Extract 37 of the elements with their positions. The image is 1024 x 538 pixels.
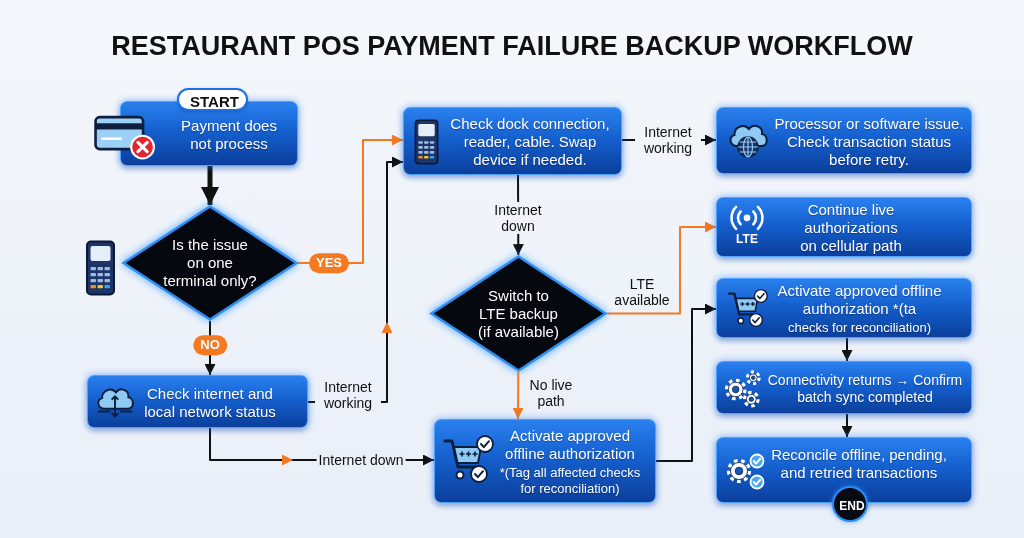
end-terminal [832,486,868,522]
step-text: Check dock connection, reader, cable. Swap device if needed. [449,115,611,169]
process-box [87,375,308,428]
step-text: Connectivity returns → Confirm batch sync completed [766,371,964,406]
note-text: checks for reconciliation) [787,320,932,336]
arrow [655,303,717,462]
step-text: Processor or software issue. Check transaction status before retry. [773,114,965,169]
arrow [841,413,853,438]
process-box [434,419,656,503]
step-text: Continue live authorizations on cellular path [799,201,903,255]
process-box [716,107,972,174]
branch-tag: NO [193,335,227,355]
diagram-title: RESTAURANT POS PAYMENT FAILURE BACKUP WORKFLOW [111,31,913,62]
note-text: *(Tag all affected checks for reconciliation) [498,465,642,497]
branch-tag: YES [309,253,349,273]
step-text: Activate approved offline authorization [504,427,636,464]
process-box [716,278,972,338]
arrow [606,221,717,315]
step-text: Check internet and local network status [143,384,277,421]
network-label: LTE [735,233,759,245]
start-terminal [177,88,248,111]
process-box [403,107,622,175]
terminal-text: END [839,498,865,514]
process-box [716,361,972,414]
arrow [841,337,853,362]
decision-diamond [122,205,298,321]
arrow [201,166,219,205]
terminal-text: START [190,92,239,111]
decision-text: Is the issue on one terminal only? [163,236,257,290]
step-text: Reconcile offline, pending, and retried transactions [770,446,948,482]
step-text: Activate approved offline authorization *(ta [776,282,943,319]
decision-text: Switch to LTE backup (if available) [477,286,560,341]
arrow [512,370,524,420]
process-box [716,197,972,257]
step-text: Payment does not process [180,116,278,153]
process-box [716,437,972,503]
decision-diamond [430,255,607,372]
